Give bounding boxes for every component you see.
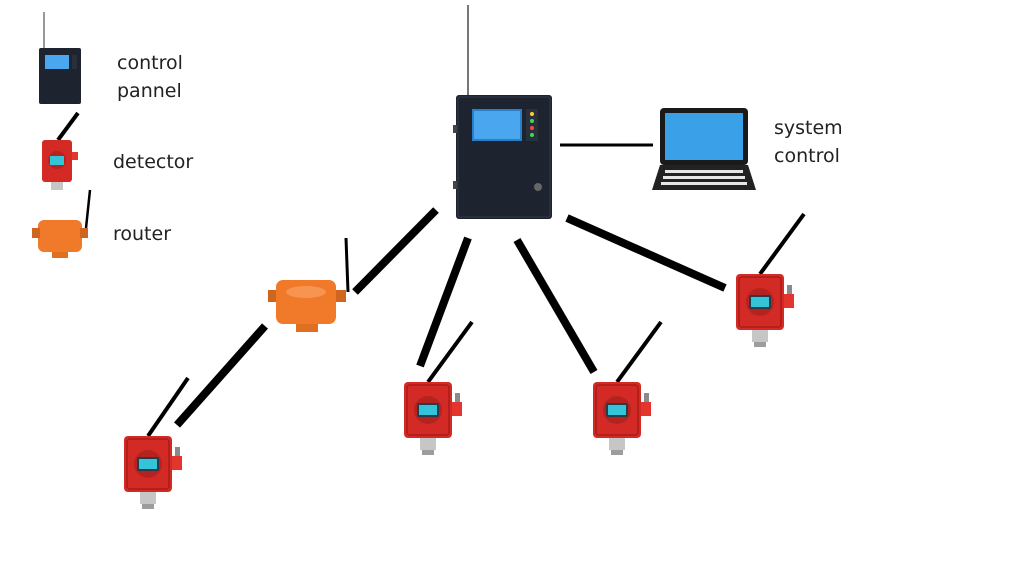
system-control-line1: system [774, 117, 843, 139]
link-panel-detector-4 [565, 214, 727, 292]
link-panel-detector-2 [416, 236, 472, 368]
legend-control-panel-icon [39, 12, 81, 104]
control-panel-icon [453, 5, 552, 219]
legend-control-panel-line2: pannel [117, 80, 182, 102]
laptop-icon [652, 108, 756, 190]
detector-icon-1 [123, 376, 190, 510]
detector-icon-2 [403, 320, 474, 456]
detector-icon-4 [735, 212, 806, 348]
legend-router-label: router [113, 223, 172, 245]
link-panel-router [352, 207, 439, 295]
legend-control-panel-label: control pannel [117, 49, 183, 105]
system-control-line2: control [774, 145, 840, 167]
legend-detector-label: detector [113, 151, 194, 173]
legend-control-panel-line1: control [117, 52, 183, 74]
connection-links [174, 143, 727, 428]
link-router-detector [174, 323, 268, 428]
link-panel-detector-3 [513, 237, 598, 375]
legend-router-icon [32, 189, 92, 258]
legend-detector-icon [42, 111, 80, 190]
router-icon [268, 237, 350, 332]
detector-icon-3 [592, 320, 663, 456]
system-control-label: system control [774, 114, 843, 170]
